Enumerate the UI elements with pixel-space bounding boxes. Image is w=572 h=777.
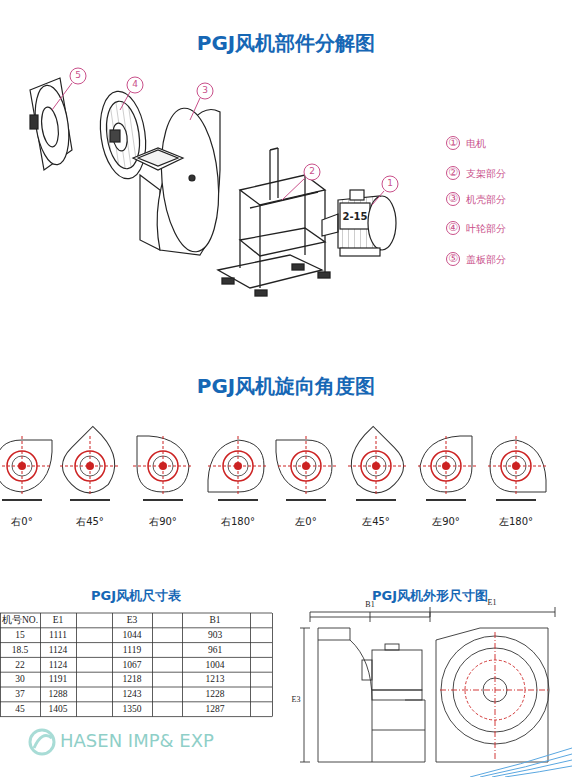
rotation-label: 右0° xyxy=(11,516,32,527)
table-cell: 1287 xyxy=(206,704,225,714)
table-cell: 961 xyxy=(208,645,222,655)
motor-marking: 2-15 xyxy=(342,211,367,222)
table-cell: 1119 xyxy=(123,645,141,655)
legend-number: ② xyxy=(448,167,458,179)
legend-number: ⑤ xyxy=(448,253,458,265)
part-name: 电机 xyxy=(466,138,486,149)
legend-number: ④ xyxy=(448,222,458,234)
callout-number: 5 xyxy=(75,71,81,81)
table-cell: 1405 xyxy=(49,704,68,714)
table-title: PGJ风机尺寸表 xyxy=(91,589,181,603)
table-cell: 1218 xyxy=(123,674,142,684)
table-cell: 1044 xyxy=(123,630,142,640)
watermark-logo xyxy=(30,730,54,754)
callout-number: 3 xyxy=(202,86,208,96)
legend-number: ① xyxy=(448,137,458,149)
table-cell: 22 xyxy=(15,660,25,670)
table-cell: 45 xyxy=(15,704,25,714)
callout-number: 4 xyxy=(132,80,138,90)
table-cell: 1350 xyxy=(123,704,142,714)
callout-number: 1 xyxy=(387,179,393,189)
fan-housing xyxy=(133,106,224,255)
rotation-label: 右90° xyxy=(149,516,177,527)
table-cell: 1213 xyxy=(206,674,225,684)
legend-number: ③ xyxy=(448,193,458,205)
rotation-label: 左0° xyxy=(295,516,316,527)
rotation-label: 左45° xyxy=(362,516,390,527)
callout-leaders xyxy=(52,68,398,205)
table-cell: 1004 xyxy=(206,660,225,670)
table-cell: 30 xyxy=(15,674,25,684)
section-title: PGJ风机外形尺寸图 xyxy=(372,589,488,603)
page-title: PGJ风机部件分解图 xyxy=(197,32,376,54)
table-header: E3 xyxy=(127,615,138,625)
motor xyxy=(322,190,396,256)
section-title: PGJ风机旋向角度图 xyxy=(197,375,376,397)
outline-drawing xyxy=(300,607,555,762)
part-name: 盖板部分 xyxy=(466,254,506,265)
callout-number: 2 xyxy=(309,167,315,177)
table-grid xyxy=(0,613,273,717)
rotation-icons xyxy=(0,426,546,502)
rotation-label: 右180° xyxy=(221,516,255,527)
table-header: E1 xyxy=(53,615,64,625)
part-name: 叶轮部分 xyxy=(466,223,506,234)
dimension-label: E3 xyxy=(292,696,301,705)
table-header: B1 xyxy=(209,615,220,625)
table-cell: 1228 xyxy=(206,689,225,699)
rotation-label: 左180° xyxy=(499,516,533,527)
table-cell: 1067 xyxy=(123,660,142,670)
watermark: HASEN IMP& EXP xyxy=(60,731,214,751)
cover-plate xyxy=(30,78,73,170)
table-cell: 1191 xyxy=(49,674,68,684)
table-cell: 903 xyxy=(208,630,222,640)
rotation-label: 左90° xyxy=(432,516,460,527)
table-cell: 1124 xyxy=(49,660,68,670)
legend-circles xyxy=(447,137,460,266)
dimension-label: E1 xyxy=(488,599,497,608)
rotation-label: 右45° xyxy=(76,516,104,527)
table-header: 机号NO. xyxy=(2,615,38,625)
table-cell: 1124 xyxy=(49,645,68,655)
impeller xyxy=(95,88,151,181)
corner-wave xyxy=(470,748,572,777)
table-cell: 37 xyxy=(15,689,25,699)
part-name: 机壳部分 xyxy=(466,194,506,205)
support-frame xyxy=(218,148,330,296)
table-cell: 1288 xyxy=(49,689,68,699)
table-cell: 18.5 xyxy=(12,645,29,655)
table-cell: 1243 xyxy=(123,689,142,699)
table-cell: 1111 xyxy=(49,630,67,640)
dimension-label: B1 xyxy=(365,601,374,610)
table-cell: 15 xyxy=(15,630,25,640)
part-name: 支架部分 xyxy=(466,168,506,179)
